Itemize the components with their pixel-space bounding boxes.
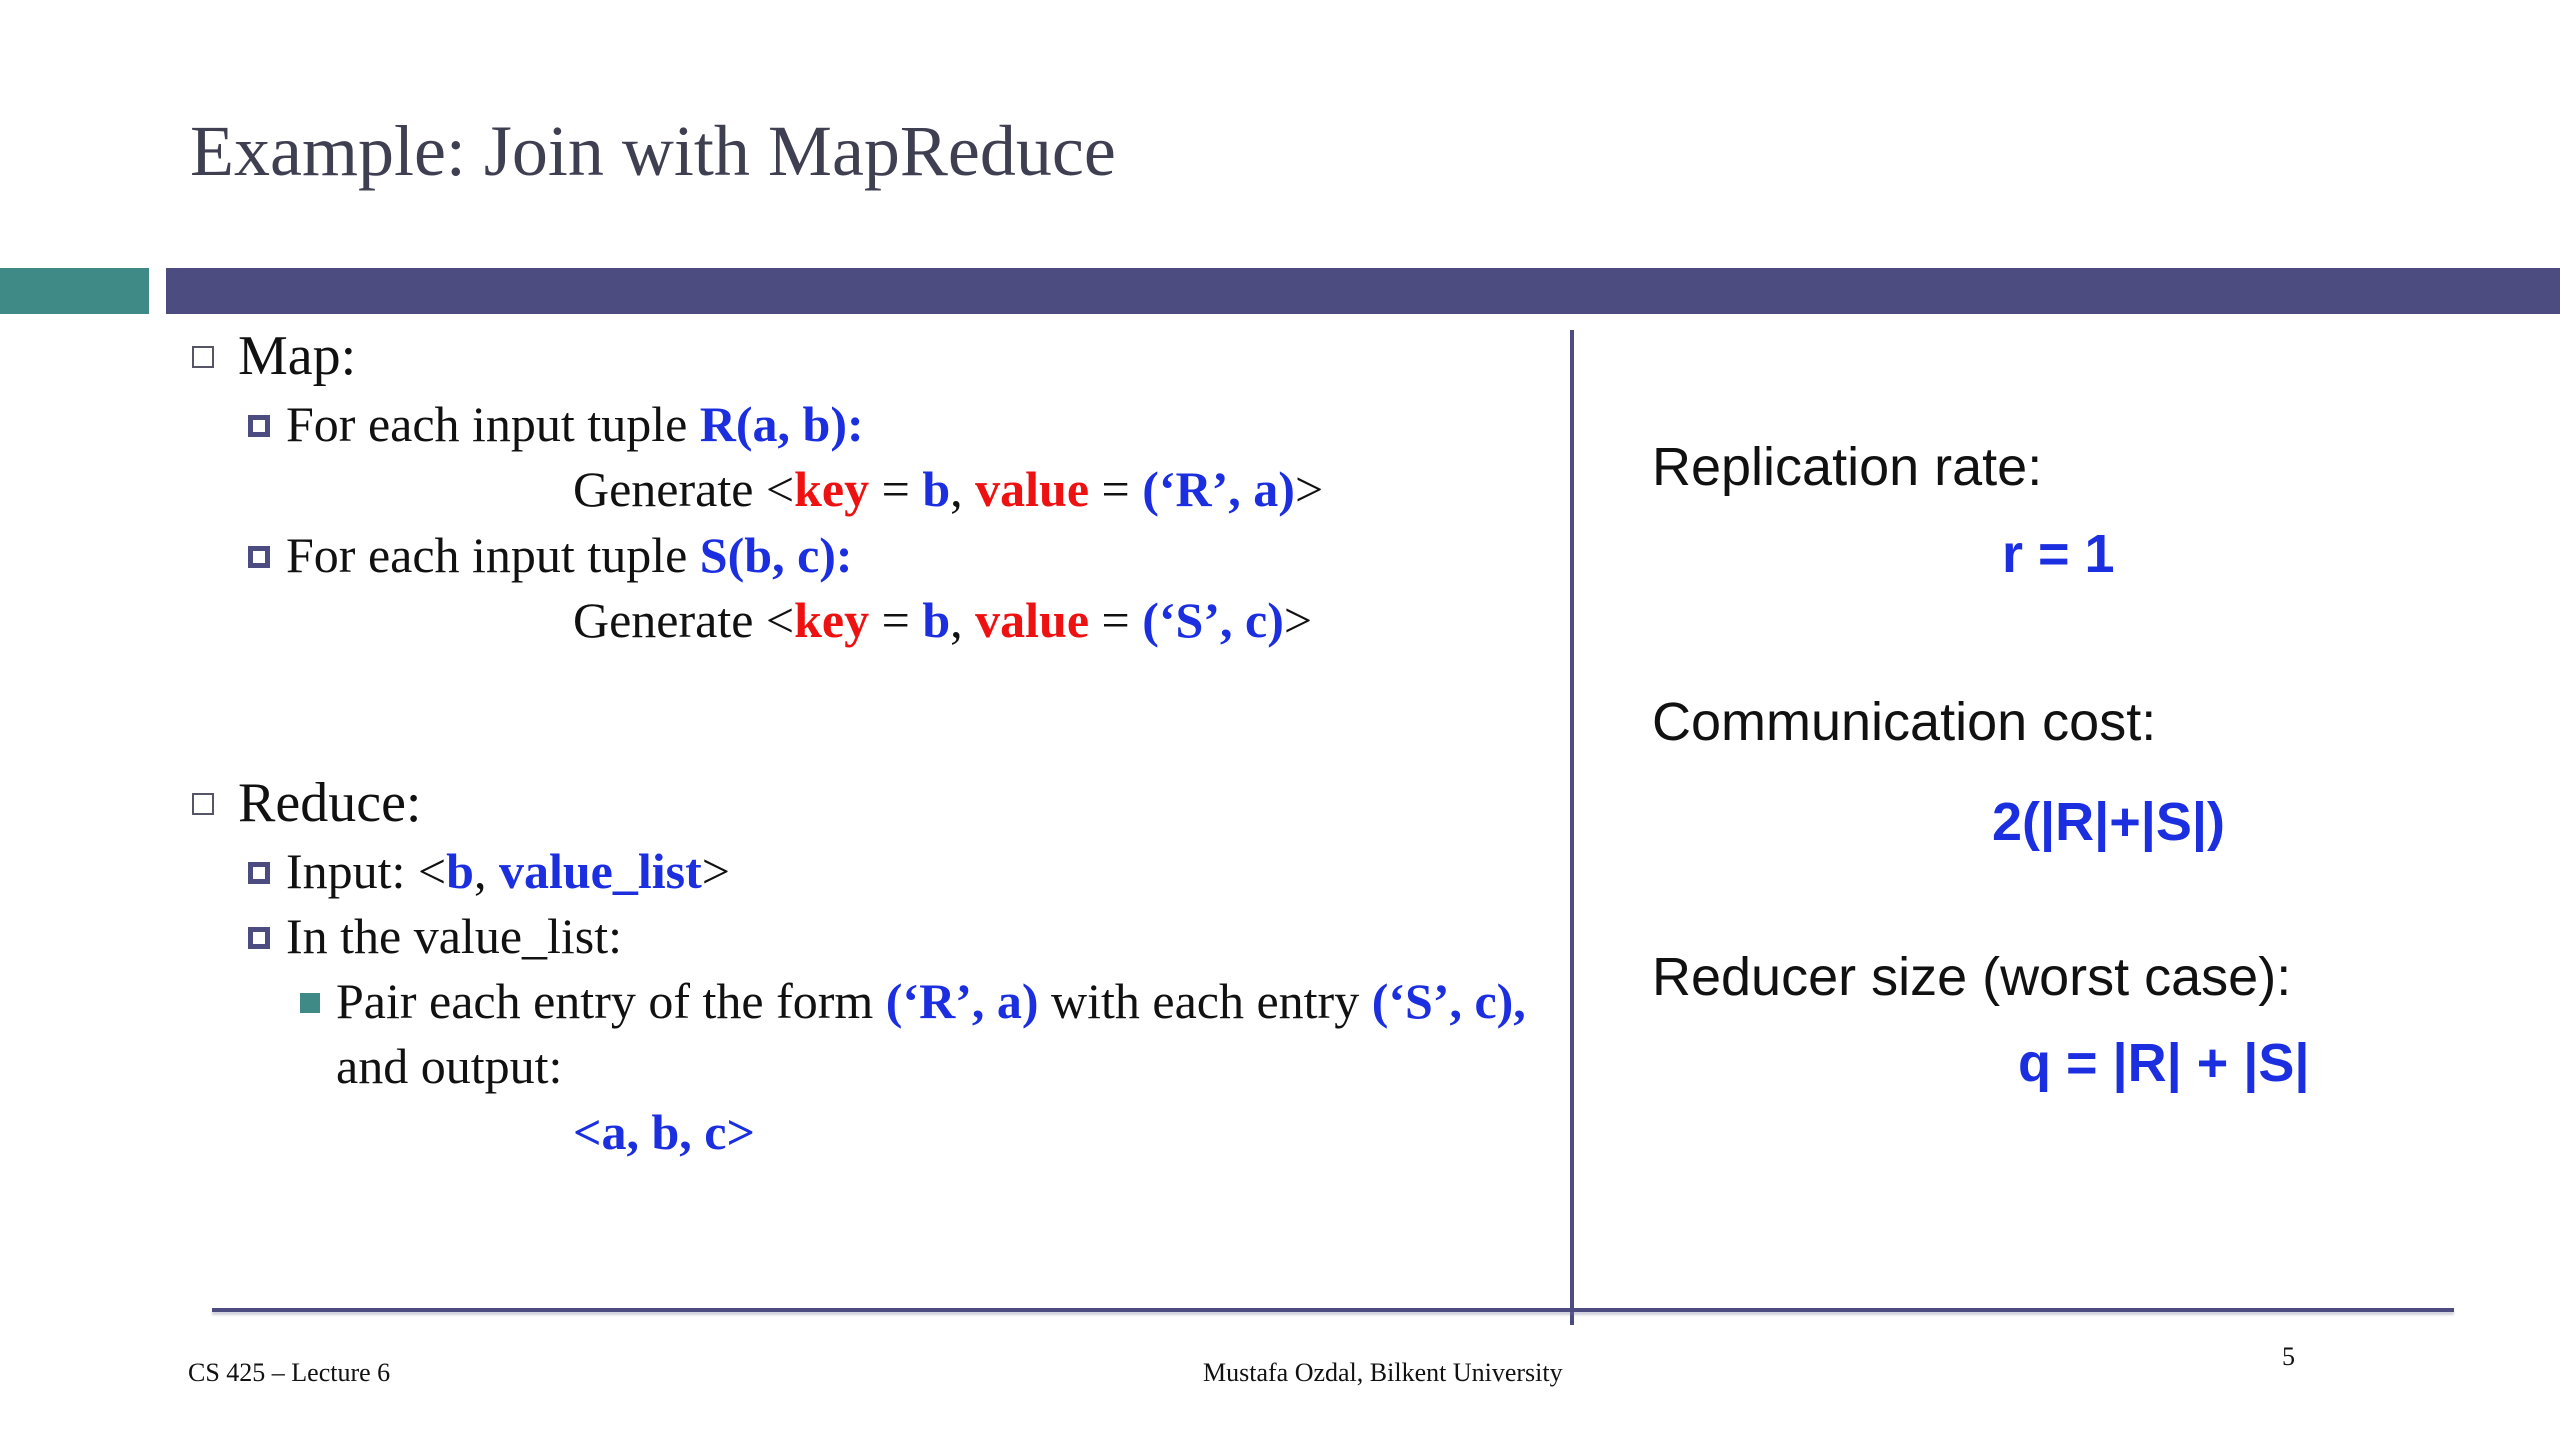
reducer-size-label: Reducer size (worst case):: [1652, 947, 2292, 1007]
column-divider: [1570, 330, 1574, 1325]
reduce-pair-continued: and output:: [336, 1038, 563, 1094]
square-bullet-icon: [248, 926, 270, 949]
map-item-r: For each input tuple R(a, b):: [248, 399, 864, 449]
map-generate-s: Generate <key = b, value = (‘S’, c)>: [573, 592, 1313, 648]
open-square-bullet-icon: [192, 346, 214, 369]
square-bullet-icon: [248, 414, 270, 437]
footer-course: CS 425 – Lecture 6: [188, 1358, 391, 1387]
map-generate-r: Generate <key = b, value = (‘R’, a)>: [573, 461, 1324, 517]
title-divider-bar: [166, 268, 2560, 314]
square-bullet-icon: [248, 545, 270, 568]
replication-label: Replication rate:: [1652, 437, 2043, 497]
slide-title: Example: Join with MapReduce: [190, 111, 1116, 191]
open-square-bullet-icon: [192, 793, 214, 816]
title-accent-bar: [0, 268, 149, 314]
reduce-input: Input: <b, value_list>: [248, 846, 730, 896]
communication-value: 2(|R|+|S|): [1992, 792, 2225, 852]
square-bullet-icon: [248, 861, 270, 884]
reduce-in-list: In the value_list:: [248, 911, 622, 961]
reduce-heading: Reduce:: [192, 775, 421, 831]
reduce-pair: Pair each entry of the form (‘R’, a) wit…: [300, 976, 1526, 1026]
footer-author: Mustafa Ozdal, Bilkent University: [1203, 1358, 1563, 1387]
footer-divider: [212, 1308, 2454, 1312]
page-number: 5: [2282, 1342, 2295, 1371]
replication-value: r = 1: [2002, 524, 2115, 584]
communication-label: Communication cost:: [1652, 692, 2157, 752]
reducer-size-value: q = |R| + |S|: [2018, 1033, 2310, 1093]
map-item-s: For each input tuple S(b, c):: [248, 530, 853, 580]
reduce-output: <a, b, c>: [573, 1104, 755, 1160]
map-heading: Map:: [192, 328, 356, 384]
filled-square-bullet-icon: [300, 992, 320, 1013]
